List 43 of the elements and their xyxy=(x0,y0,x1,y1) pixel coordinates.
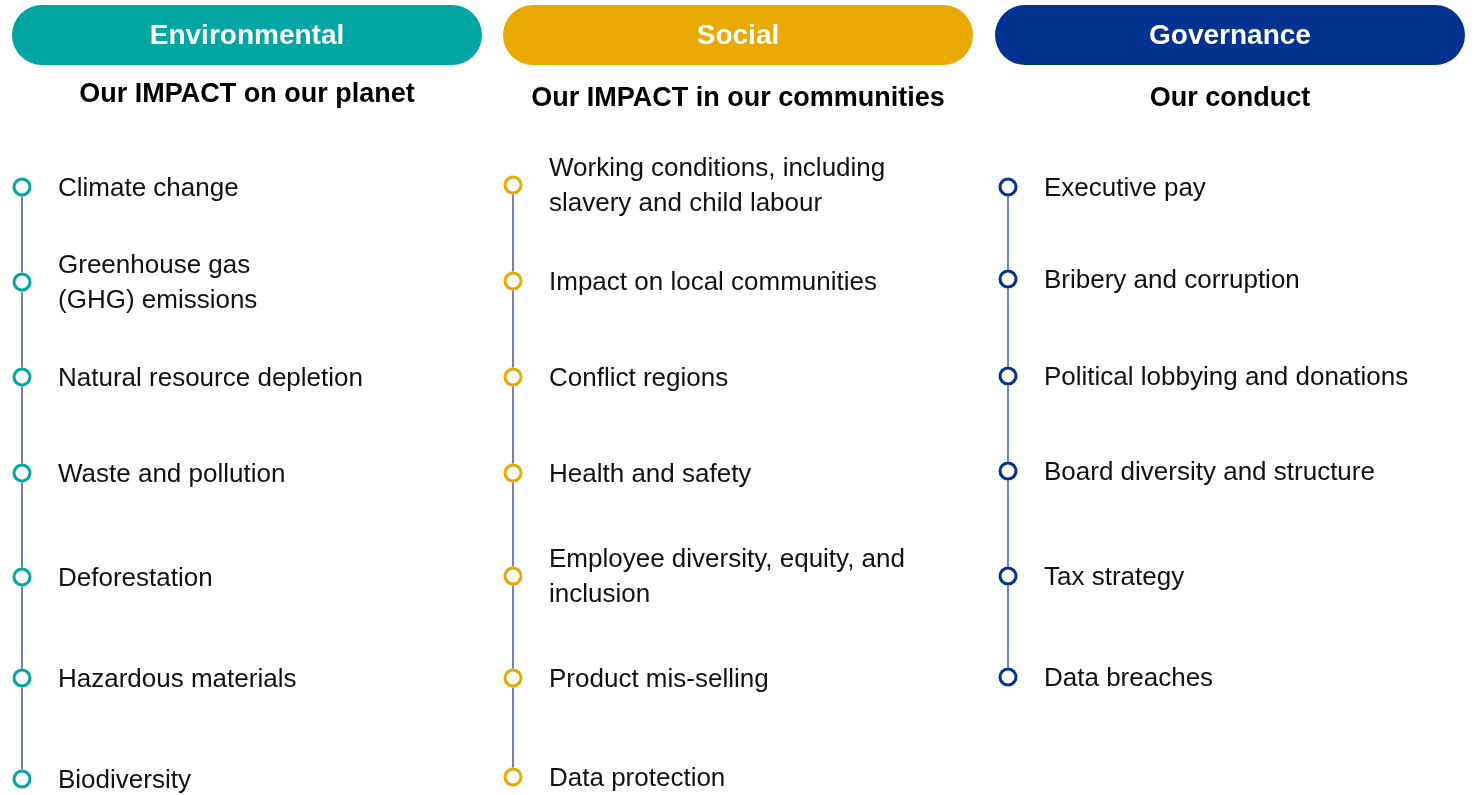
connector-line xyxy=(21,385,23,465)
item-label: Data protection xyxy=(549,760,727,794)
connector-line xyxy=(1007,195,1009,271)
connector-line xyxy=(21,686,23,771)
item-label: Climate change xyxy=(58,170,240,204)
item-label: Data breaches xyxy=(1044,660,1215,694)
item-label: Impact on local communities xyxy=(549,264,879,298)
item-label: Greenhouse gas (GHG) emissions xyxy=(58,248,259,316)
category-pill: Social xyxy=(503,5,973,65)
item-label: Conflict regions xyxy=(549,360,730,394)
item-label: Tax strategy xyxy=(1044,559,1186,593)
item-label: Executive pay xyxy=(1044,170,1207,204)
connector-line xyxy=(512,481,514,568)
item-label: Waste and pollution xyxy=(58,456,287,490)
connector-line xyxy=(21,195,23,274)
column-heading: Our conduct xyxy=(1148,82,1312,113)
connector-line xyxy=(21,481,23,569)
item-label: Employee diversity, equity, and inclusion xyxy=(549,542,906,610)
connector-line xyxy=(512,289,514,369)
item-label: Natural resource depletion xyxy=(58,360,364,394)
connector-line xyxy=(1007,479,1009,568)
item-label: Political lobbying and donations xyxy=(1044,359,1410,393)
connector-line xyxy=(512,193,514,273)
connector-line xyxy=(512,584,514,670)
connector-line xyxy=(1007,287,1009,368)
item-label: Board diversity and structure xyxy=(1044,454,1376,488)
connector-line xyxy=(21,290,23,369)
item-label: Product mis-selling xyxy=(549,661,770,695)
connector-line xyxy=(21,585,23,670)
item-label: Bribery and corruption xyxy=(1044,262,1301,296)
column-heading: Our IMPACT on our planet xyxy=(78,78,416,109)
connector-line xyxy=(1007,584,1009,669)
connector-line xyxy=(512,385,514,465)
connector-line xyxy=(512,686,514,769)
item-label: Health and safety xyxy=(549,456,753,490)
item-label: Hazardous materials xyxy=(58,661,298,695)
category-pill: Environmental xyxy=(12,5,482,65)
connector-line xyxy=(1007,384,1009,463)
item-label: Working conditions, including slavery and child labour xyxy=(549,151,887,219)
category-pill: Governance xyxy=(995,5,1465,65)
item-label: Biodiversity xyxy=(58,762,192,795)
item-label: Deforestation xyxy=(58,560,214,594)
column-heading: Our IMPACT in our communities xyxy=(530,82,946,113)
